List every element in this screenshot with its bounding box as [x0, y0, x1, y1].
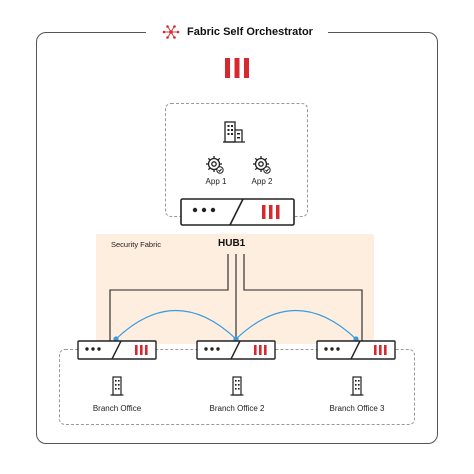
branch-office-3-label: Branch Office 3 [329, 404, 385, 413]
diagram-title: Fabric Self Orchestrator [146, 20, 328, 44]
app-gear-icon [206, 156, 224, 174]
firewall-appliance-icon [196, 340, 276, 360]
building-icon [223, 121, 245, 143]
app-1-label: App 1 [205, 177, 227, 186]
branch-office-1-label: Branch Office [92, 404, 142, 413]
fortinet-logo [225, 58, 249, 78]
branch-building-icon [110, 376, 124, 396]
app-gear-icon [253, 156, 271, 174]
hub-label: HUB1 [218, 238, 246, 249]
security-fabric-label: Security Fabric [111, 240, 162, 249]
branch-building-icon [350, 376, 364, 396]
branch-building-icon [230, 376, 244, 396]
branch-office-2-label: Branch Office 2 [209, 404, 265, 413]
title-text: Fabric Self Orchestrator [187, 26, 313, 38]
firewall-appliance-icon [77, 340, 157, 360]
security-fabric-area [96, 234, 374, 344]
firewall-appliance-icon [316, 340, 396, 360]
firewall-appliance-icon [180, 198, 295, 226]
fabric-orchestrator-icon [162, 25, 180, 39]
app-2-label: App 2 [251, 177, 273, 186]
